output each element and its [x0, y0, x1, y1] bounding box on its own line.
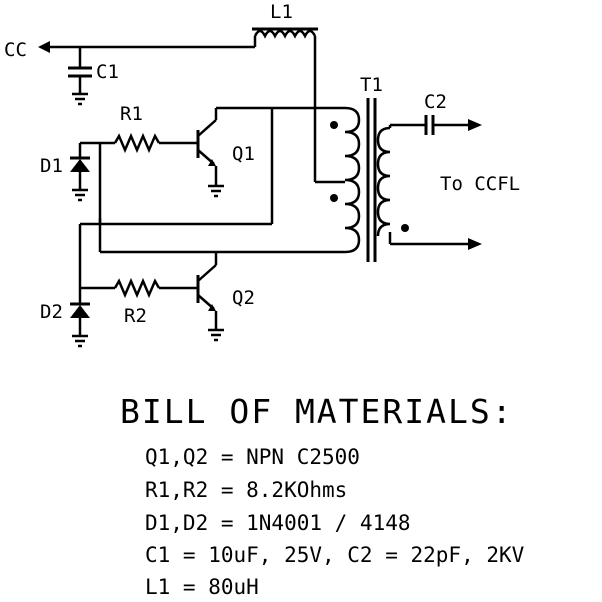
d2-diode: [70, 288, 90, 348]
t1-label: T1: [360, 74, 383, 96]
l1-label: L1: [270, 1, 293, 23]
output-return-line: [390, 238, 482, 250]
cc-label: CC: [4, 39, 27, 61]
q2-transistor: [78, 224, 224, 342]
q1-transistor: [100, 106, 315, 198]
d1-label: D1: [40, 155, 63, 177]
cross-coupling-wires: [80, 108, 320, 254]
q2-label: Q2: [232, 287, 255, 309]
d1-diode: [70, 141, 100, 202]
l1-inductor: [252, 27, 318, 108]
c2-capacitor: [390, 115, 482, 135]
output-label: To CCFL: [440, 173, 520, 195]
c1-capacitor: [68, 47, 92, 106]
c1-label: C1: [96, 61, 119, 83]
q1-label: Q1: [232, 143, 255, 165]
t1-transformer: [313, 98, 409, 262]
cc-supply-line: [38, 36, 257, 53]
r2-label: R2: [124, 305, 147, 327]
r1-label: R1: [120, 103, 143, 125]
c2-label: C2: [424, 91, 447, 113]
d2-label: D2: [40, 301, 63, 323]
